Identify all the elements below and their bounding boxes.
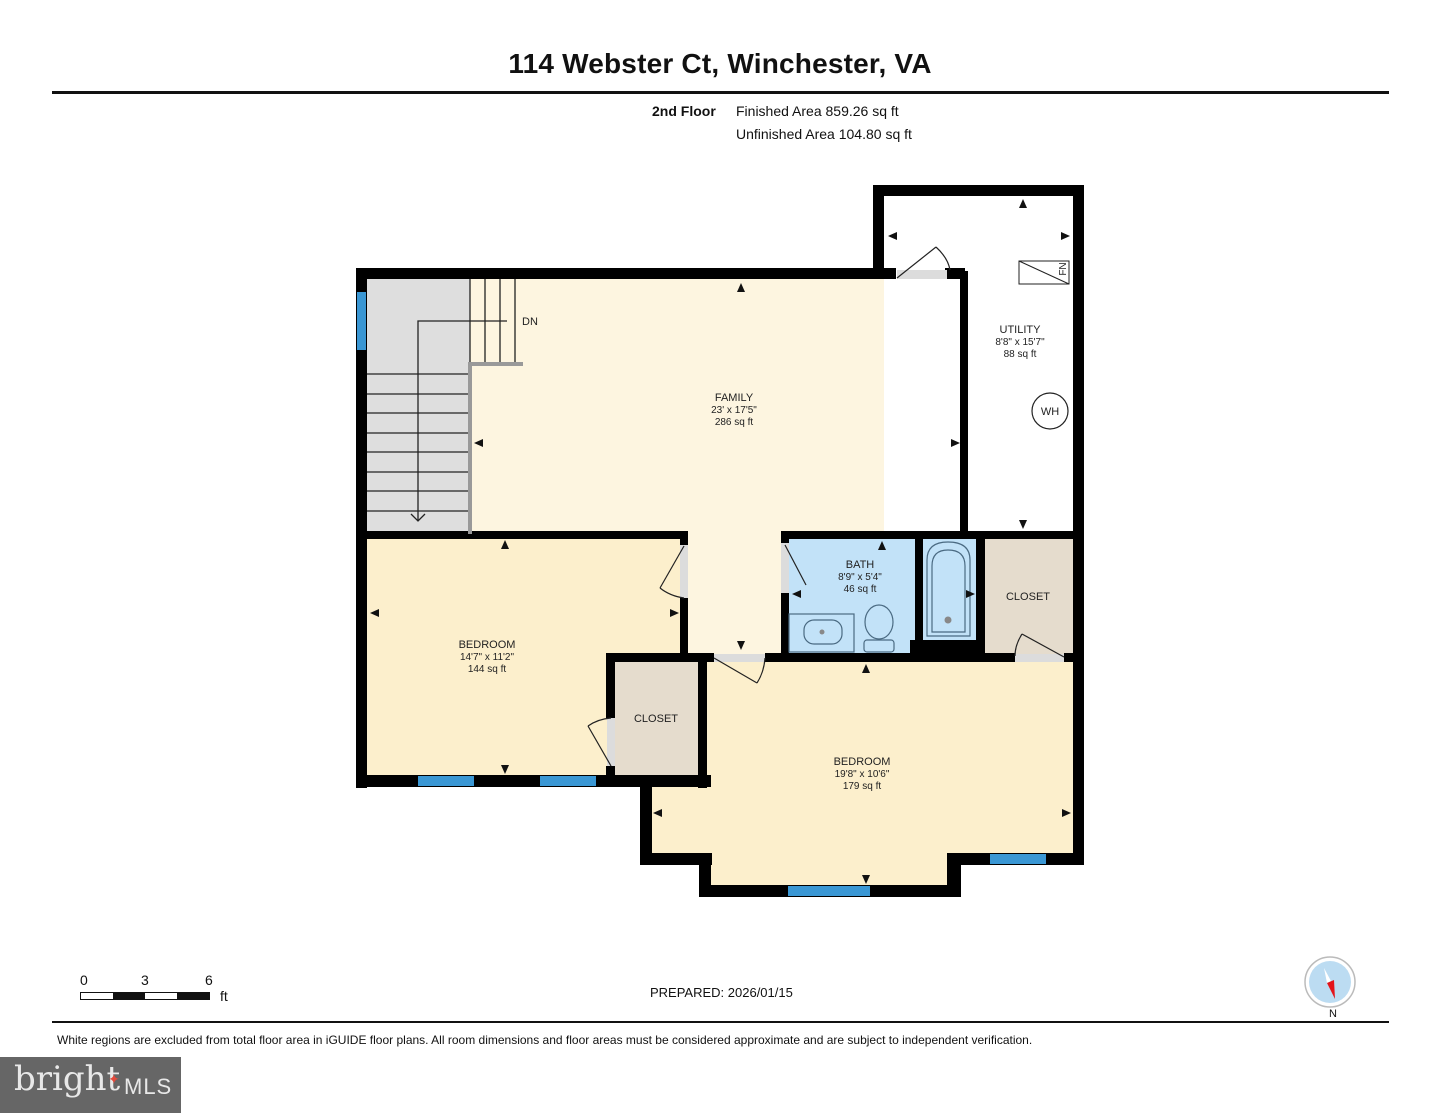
svg-text:179 sq ft: 179 sq ft xyxy=(843,781,882,792)
room-label-bedroom1: BEDROOM 14'7" x 11'2" 144 sq ft xyxy=(459,639,516,675)
tub-drain-icon xyxy=(944,616,952,624)
prepared-date: PREPARED: 2026/01/15 xyxy=(650,985,793,1000)
bedroom2-fill xyxy=(648,661,1076,888)
svg-text:144 sq ft: 144 sq ft xyxy=(468,664,507,675)
svg-text:BEDROOM: BEDROOM xyxy=(459,639,516,651)
unfinished-area: Unfinished Area 104.80 sq ft xyxy=(736,126,912,142)
svg-text:WH: WH xyxy=(1041,406,1059,418)
windows xyxy=(357,292,1046,896)
bright-mls-logo: bright ✦ MLS xyxy=(0,1057,181,1113)
bath-fill xyxy=(786,538,976,653)
svg-text:BATH: BATH xyxy=(846,559,875,571)
logo-brand: bright xyxy=(14,1059,121,1099)
svg-text:8'9" x 5'4": 8'9" x 5'4" xyxy=(838,572,882,583)
water-heater-icon: WH xyxy=(1031,392,1069,430)
disclaimer: White regions are excluded from total fl… xyxy=(57,1033,1033,1047)
svg-text:8'8" x 15'7": 8'8" x 15'7" xyxy=(995,337,1045,348)
floor-label: 2nd Floor xyxy=(652,103,716,119)
scale-tick-0: 0 xyxy=(80,972,88,988)
furnace-icon: FN xyxy=(1018,260,1070,285)
svg-text:UTILITY: UTILITY xyxy=(1000,324,1042,336)
utility-room-fill xyxy=(884,195,1076,533)
stairs-down-label: DN xyxy=(522,316,538,328)
svg-text:19'8" x 10'6": 19'8" x 10'6" xyxy=(835,769,890,780)
room-label-bath: BATH 8'9" x 5'4" 46 sq ft xyxy=(838,559,882,595)
svg-text:46 sq ft: 46 sq ft xyxy=(844,584,877,595)
scale-tick-6: 6 xyxy=(205,972,213,988)
svg-text:88 sq ft: 88 sq ft xyxy=(1004,349,1037,360)
svg-text:286 sq ft: 286 sq ft xyxy=(715,417,754,428)
compass-north-label: N xyxy=(1329,1008,1337,1020)
closet1-fill xyxy=(613,661,701,776)
scale-bar-graphic xyxy=(80,992,210,1000)
room-label-closet1: CLOSET xyxy=(634,713,678,725)
sink-drain-icon xyxy=(819,629,825,635)
stair-rail-vertical xyxy=(468,362,472,534)
logo-suffix: MLS xyxy=(124,1074,173,1099)
logo-star-icon: ✦ xyxy=(108,1071,120,1087)
svg-text:FAMILY: FAMILY xyxy=(715,392,754,404)
room-label-utility: UTILITY 8'8" x 15'7" 88 sq ft xyxy=(995,324,1045,360)
svg-text:14'7" x 11'2": 14'7" x 11'2" xyxy=(460,652,515,663)
compass-icon xyxy=(1304,956,1356,1008)
room-label-closet2: CLOSET xyxy=(1006,591,1050,603)
bath-fixtures xyxy=(788,541,971,653)
scale-tick-3: 3 xyxy=(141,972,149,988)
footer-divider xyxy=(52,1021,1389,1023)
finished-area: Finished Area 859.26 sq ft xyxy=(736,103,899,119)
closet2-fill xyxy=(985,538,1073,656)
page-title: 114 Webster Ct, Winchester, VA xyxy=(508,48,932,79)
svg-text:23' x 17'5": 23' x 17'5" xyxy=(711,405,757,416)
doors xyxy=(587,246,1065,767)
header-divider xyxy=(52,91,1389,94)
svg-text:BEDROOM: BEDROOM xyxy=(834,756,891,768)
scale-unit: ft xyxy=(220,988,228,1004)
stair-rail xyxy=(468,362,523,366)
room-label-family: FAMILY 23' x 17'5" 286 sq ft xyxy=(711,392,757,428)
room-label-bedroom2: BEDROOM 19'8" x 10'6" 179 sq ft xyxy=(834,756,891,792)
svg-text:FN: FN xyxy=(1058,262,1069,275)
dimension-markers xyxy=(370,199,1071,884)
